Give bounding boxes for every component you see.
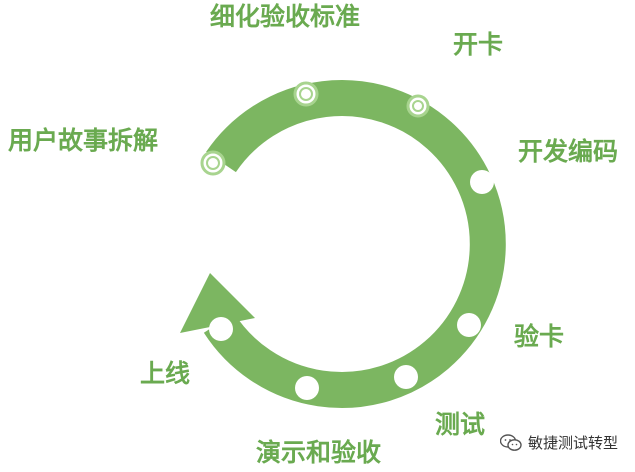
stage-label-open-card: 开卡 [453,30,504,59]
release-node [209,317,233,341]
start-node [200,150,226,176]
stage-label-demo: 演示和验收 [256,438,382,467]
open-card-node [406,94,430,118]
demo-node [295,376,319,400]
watermark-text: 敏捷测试转型 [528,434,619,452]
stage-label-verify-card: 验卡 [514,322,565,351]
stage-label-dev: 开发编码 [518,137,619,166]
watermark: 敏捷测试转型 [500,432,618,453]
stage-label-test: 测试 [435,410,486,439]
verify-card-node [457,313,481,337]
stage-label-criteria: 细化验收标准 [210,2,361,31]
stage-label-release: 上线 [140,359,191,388]
stage-label-story: 用户故事拆解 [8,126,159,155]
cycle-ring [203,80,506,408]
test-node [394,365,418,389]
dev-node [470,170,494,194]
wechat-icon [500,433,522,451]
cycle-arrowhead [180,273,255,333]
criteria-node [293,81,319,107]
